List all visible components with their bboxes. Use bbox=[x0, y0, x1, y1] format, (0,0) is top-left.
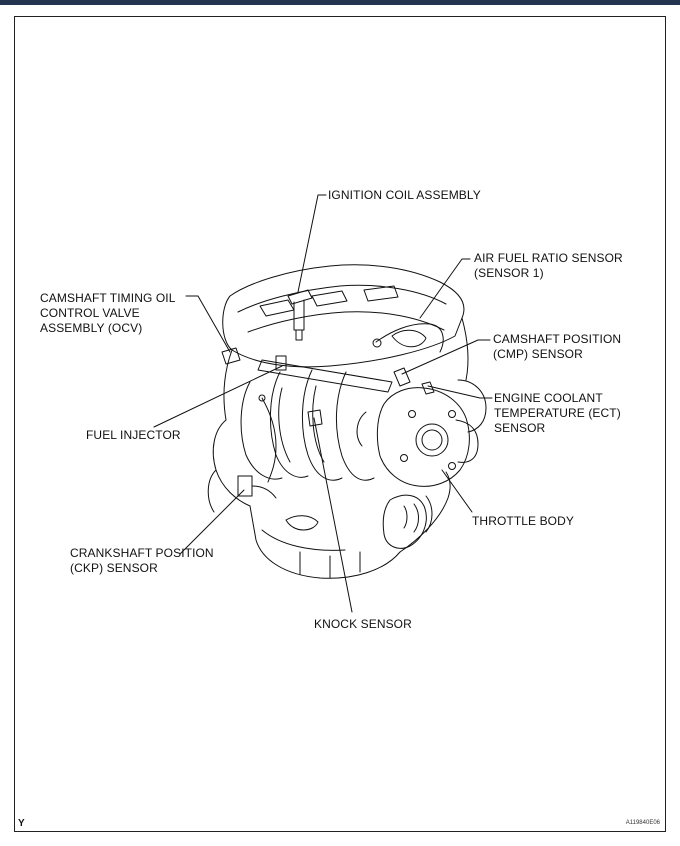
engine-illustration bbox=[207, 264, 487, 579]
leader-knock-sensor bbox=[313, 417, 353, 613]
label-crankshaft-position-sensor: CRANKSHAFT POSITION (CKP) SENSOR bbox=[70, 546, 214, 575]
label-knock-sensor: KNOCK SENSOR bbox=[314, 617, 412, 631]
leader-ect bbox=[427, 385, 493, 399]
label-throttle-body: THROTTLE BODY bbox=[472, 514, 574, 528]
leader-lines bbox=[153, 194, 493, 613]
figure-id: A119840E06 bbox=[625, 820, 660, 826]
label-engine-coolant-temp-sensor: ENGINE COOLANT TEMPERATURE (ECT) SENSOR bbox=[494, 391, 621, 435]
label-camshaft-timing-ocv: CAMSHAFT TIMING OIL CONTROL VALVE ASSEMB… bbox=[40, 291, 176, 335]
label-ignition-coil-assembly: IGNITION COIL ASSEMBLY bbox=[328, 188, 481, 202]
leader-crankshaft-position bbox=[179, 489, 245, 555]
diagram-frame bbox=[14, 16, 666, 832]
leader-ignition-coil bbox=[297, 194, 327, 293]
leader-ocv bbox=[185, 295, 231, 353]
leader-fuel-injector bbox=[153, 365, 283, 428]
label-fuel-injector: FUEL INJECTOR bbox=[86, 428, 181, 442]
label-air-fuel-ratio-sensor: AIR FUEL RATIO SENSOR (SENSOR 1) bbox=[474, 251, 623, 280]
top-bar bbox=[0, 0, 680, 5]
leader-air-fuel-ratio bbox=[419, 258, 471, 319]
label-camshaft-position-sensor: CAMSHAFT POSITION (CMP) SENSOR bbox=[493, 332, 622, 361]
leader-camshaft-position bbox=[401, 339, 491, 375]
corner-letter: Y bbox=[18, 818, 25, 829]
leader-throttle-body bbox=[441, 469, 473, 513]
